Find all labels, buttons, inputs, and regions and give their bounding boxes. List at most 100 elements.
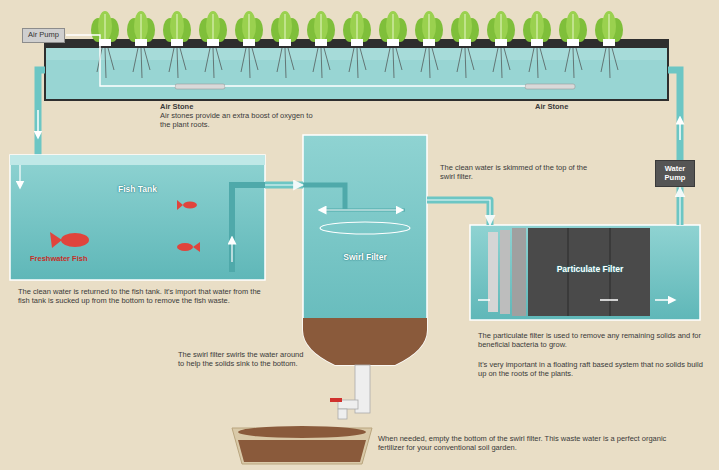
lettuce-vein: [285, 14, 286, 40]
component-label: Particulate Filter: [530, 265, 650, 275]
fish-tank-part: [232, 185, 265, 272]
plant-roots: [277, 48, 294, 78]
fish-tank-part: [231, 240, 232, 262]
net-pot: [315, 39, 327, 46]
component-label: Water Pump: [659, 165, 691, 182]
particulate-filter-part: [470, 225, 700, 320]
pipe-body: [677, 187, 684, 225]
lettuce-leaf: [134, 11, 148, 41]
lettuce-vein: [609, 14, 610, 40]
fish-part: [61, 233, 89, 247]
lettuce-leaf: [566, 11, 580, 41]
net-pot: [495, 39, 507, 46]
lettuce-leaf: [494, 11, 508, 41]
particulate-filter-part: [478, 299, 672, 301]
net-pot: [387, 39, 399, 46]
plant-roots: [529, 48, 546, 78]
fish-tank: [10, 155, 265, 280]
lettuce-vein: [249, 14, 250, 40]
plant-roots: [133, 48, 150, 78]
flow-arrow: [265, 184, 303, 185]
lettuce-vein: [429, 14, 430, 40]
lettuce-vein: [141, 14, 142, 40]
flow-arrow: [679, 187, 680, 225]
fish-tank-part: [10, 155, 265, 280]
lettuce-leaf: [386, 11, 400, 41]
component-label: Air Pump: [28, 31, 59, 40]
lettuce-vein: [213, 14, 214, 40]
fish-tank-part: [10, 155, 265, 165]
plant-roots: [421, 48, 438, 78]
plant-roots: [205, 48, 222, 78]
lettuce-vein: [321, 14, 322, 40]
lettuce-vein: [573, 14, 574, 40]
plant-roots: [457, 48, 474, 78]
fish-part: [193, 242, 200, 252]
net-pot: [603, 39, 615, 46]
net-pot: [531, 39, 543, 46]
swirl-filter-part: [330, 398, 342, 402]
net-pot: [567, 39, 579, 46]
waste-bowl-part: [238, 426, 366, 438]
air-line: [66, 35, 525, 86]
plant-roots: [241, 48, 258, 78]
component-box: Water Pump: [655, 160, 695, 187]
water-pipe: [680, 187, 681, 225]
net-pot: [99, 39, 111, 46]
particulate-filter-part: [528, 228, 650, 316]
swirl-filter-part: [322, 210, 345, 211]
lettuce-leaf: [206, 11, 220, 41]
lettuce-vein: [177, 14, 178, 40]
lettuce-leaf: [530, 11, 544, 41]
lettuce-vein: [357, 14, 358, 40]
plant-roots: [493, 48, 510, 78]
grow-bed: [45, 40, 668, 100]
water-pipe: [427, 200, 490, 225]
net-pot: [351, 39, 363, 46]
fish-tank-part: [19, 165, 20, 185]
lettuce-leaf: [170, 11, 184, 41]
net-pot: [279, 39, 291, 46]
pipes-part: [37, 110, 39, 135]
component-box: Particulate Filter: [470, 225, 700, 320]
net-pot: [207, 39, 219, 46]
swirl-filter: [303, 135, 427, 419]
net-pot: [459, 39, 471, 46]
grow-bed-part: [45, 40, 668, 48]
flow-arrow: [427, 200, 490, 225]
waste-bowl-part: [238, 440, 366, 462]
plant-roots: [601, 48, 618, 78]
component-label: Swirl Filter: [307, 253, 423, 263]
pipe-body: [427, 200, 490, 225]
particulate-filter-part: [500, 230, 510, 314]
plant-roots: [169, 48, 186, 78]
net-pot: [135, 39, 147, 46]
swirl-filter-part: [303, 185, 345, 210]
note-text: The particulate filter is used to remove…: [478, 331, 703, 349]
lettuce-leaf: [278, 11, 292, 41]
lettuce-vein: [537, 14, 538, 40]
lettuce-leaf: [422, 11, 436, 41]
part-name: Air Stone: [535, 102, 605, 111]
grow-bed-part: [45, 40, 668, 100]
net-pot: [243, 39, 255, 46]
note-text: The clean water is skimmed of the top of…: [440, 163, 590, 181]
net-pot: [423, 39, 435, 46]
pipes-part: [668, 70, 680, 160]
component-box: Air Pump: [22, 28, 65, 43]
swirl-filter-part: [303, 318, 427, 365]
component-label: Fish Tank: [14, 185, 261, 195]
fish-part: [50, 232, 62, 248]
swirl-filter-part: [320, 222, 410, 234]
particulate-filter-part: [512, 228, 526, 316]
pipe-body: [265, 182, 303, 189]
plant-roots: [349, 48, 366, 78]
fish: [50, 200, 200, 252]
part-name: Freshwater Fish: [30, 254, 130, 263]
plant-roots: [385, 48, 402, 78]
lettuce-leaf: [242, 11, 256, 41]
component-box: Swirl Filter: [303, 135, 427, 318]
